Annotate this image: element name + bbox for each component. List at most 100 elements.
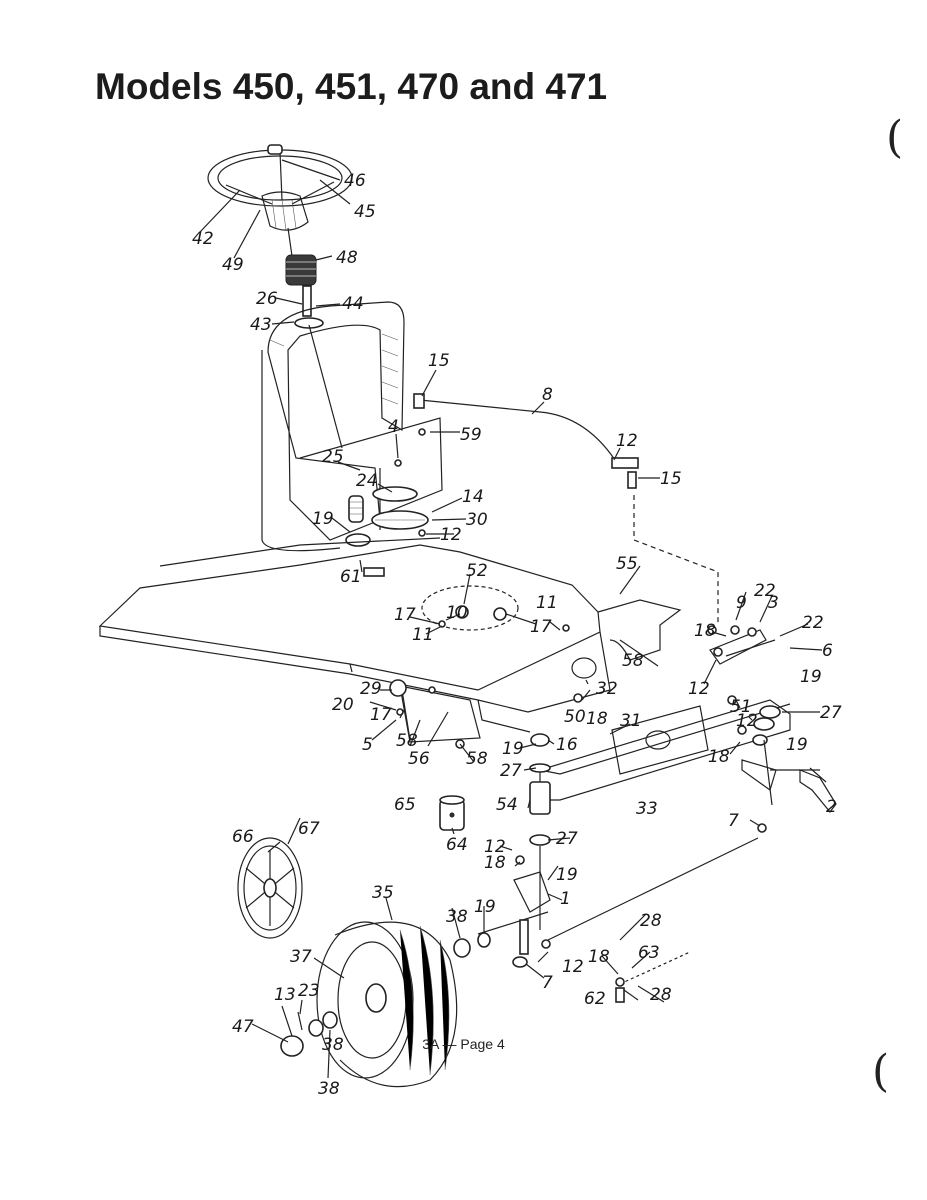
callout-52: 52 — [466, 561, 488, 581]
binding-mark-top: ( — [886, 112, 904, 163]
steering-gear — [345, 428, 429, 577]
callout-65: 65 — [394, 795, 416, 815]
wheel-drawing — [316, 921, 491, 1088]
hubcap-drawing — [237, 837, 303, 939]
callout-10: 10 — [446, 603, 468, 623]
callout-18-right: 18 — [694, 621, 716, 641]
right-hardware — [389, 625, 823, 865]
callout-9: 9 — [736, 593, 747, 613]
callout-5: 5 — [362, 735, 373, 755]
callout-11-right: 11 — [536, 593, 558, 613]
callout-59: 59 — [460, 425, 482, 445]
leader-lines — [199, 159, 827, 1079]
callout-19-axle: 19 — [474, 897, 496, 917]
callout-29: 29 — [360, 679, 382, 699]
page-footer: 3A — Page 4 — [422, 1036, 505, 1052]
callout-14: 14 — [462, 487, 484, 507]
callout-8: 8 — [542, 385, 553, 405]
callout-48: 48 — [336, 248, 358, 268]
callout-58-bracket: 58 — [466, 749, 488, 769]
callout-32: 32 — [596, 679, 618, 699]
callout-18-spindle: 18 — [708, 747, 730, 767]
callout-12-lower: 12 — [484, 837, 506, 857]
callout-33: 33 — [636, 799, 658, 819]
callout-20: 20 — [332, 695, 354, 715]
callout-17-left: 17 — [394, 605, 416, 625]
callout-49: 49 — [222, 255, 244, 275]
callout-63: 63 — [638, 943, 660, 963]
callout-1: 1 — [560, 889, 571, 909]
callout-27-lower: 27 — [556, 829, 578, 849]
callout-66: 66 — [232, 827, 254, 847]
callout-19-spindle: 19 — [502, 739, 524, 759]
callout-30: 30 — [466, 510, 488, 530]
callout-27-left: 27 — [500, 761, 522, 781]
spindles — [477, 733, 837, 968]
callout-27-right: 27 — [820, 703, 842, 723]
callout-38-bottom: 38 — [318, 1079, 340, 1099]
callout-18-bottom: 18 — [588, 947, 610, 967]
callout-17-center: 17 — [530, 617, 552, 637]
callout-4: 4 — [388, 417, 399, 437]
callout-45: 45 — [354, 202, 376, 222]
callout-37: 37 — [290, 947, 312, 967]
callout-35: 35 — [372, 883, 394, 903]
callout-31: 31 — [620, 711, 642, 731]
callout-47: 47 — [232, 1017, 254, 1037]
callout-6: 6 — [822, 641, 833, 661]
callout-55: 55 — [616, 554, 638, 574]
callout-42: 42 — [192, 229, 214, 249]
callout-3: 3 — [768, 593, 779, 613]
tie-rod — [413, 393, 719, 625]
callout-12-bottom: 12 — [562, 957, 584, 977]
frame-deck-drawing — [98, 537, 682, 743]
callout-19-spindle-right: 19 — [786, 735, 808, 755]
callout-12-spindle: 12 — [736, 711, 758, 731]
callout-19-right: 19 — [800, 667, 822, 687]
callout-64: 64 — [446, 835, 468, 855]
callout-28-lower: 28 — [650, 985, 672, 1005]
callout-11-left: 11 — [412, 625, 434, 645]
callout-38-middle: 38 — [322, 1035, 344, 1055]
callout-19-console: 19 — [312, 509, 334, 529]
steering-shaft — [294, 285, 343, 449]
callout-54: 54 — [496, 795, 518, 815]
binding-mark-bottom: ( — [872, 1046, 890, 1097]
callout-labels: 46 45 42 49 48 26 44 43 15 8 59 4 25 12 … — [192, 171, 842, 1099]
callout-38-upper: 38 — [446, 907, 468, 927]
drag-link-drawing — [541, 837, 759, 1003]
callout-12-rod: 12 — [616, 431, 638, 451]
callout-12-axle: 12 — [688, 679, 710, 699]
callout-12-console: 12 — [440, 525, 462, 545]
callout-13: 13 — [274, 985, 296, 1005]
callout-22-right: 22 — [802, 613, 824, 633]
callout-62: 62 — [584, 989, 606, 1009]
callout-7-bottom: 7 — [542, 973, 553, 993]
callout-56: 56 — [408, 749, 430, 769]
callout-50: 50 — [564, 707, 586, 727]
callout-67: 67 — [298, 819, 320, 839]
callout-18-lower: 18 — [484, 853, 506, 873]
callout-44: 44 — [342, 294, 364, 314]
steering-spring — [285, 254, 317, 286]
callout-17-lower: 17 — [370, 705, 392, 725]
callout-23: 23 — [298, 981, 320, 1001]
callout-24: 24 — [356, 471, 378, 491]
page-title: Models 450, 451, 470 and 471 — [95, 66, 608, 107]
callout-15-top: 15 — [428, 351, 450, 371]
callout-25: 25 — [322, 447, 344, 467]
callout-58-left: 58 — [396, 731, 418, 751]
callout-26: 26 — [256, 289, 278, 309]
bushing — [439, 795, 465, 831]
callout-22-top: 22 — [754, 581, 776, 601]
callout-19-lower: 19 — [556, 865, 578, 885]
callout-7-right: 7 — [728, 811, 739, 831]
callout-18-center: 18 — [586, 709, 608, 729]
callout-15-right: 15 — [660, 469, 682, 489]
callout-2: 2 — [826, 797, 837, 817]
callout-28-upper: 28 — [640, 911, 662, 931]
callout-43: 43 — [250, 315, 272, 335]
callout-46: 46 — [344, 171, 366, 191]
callout-61: 61 — [340, 567, 362, 587]
